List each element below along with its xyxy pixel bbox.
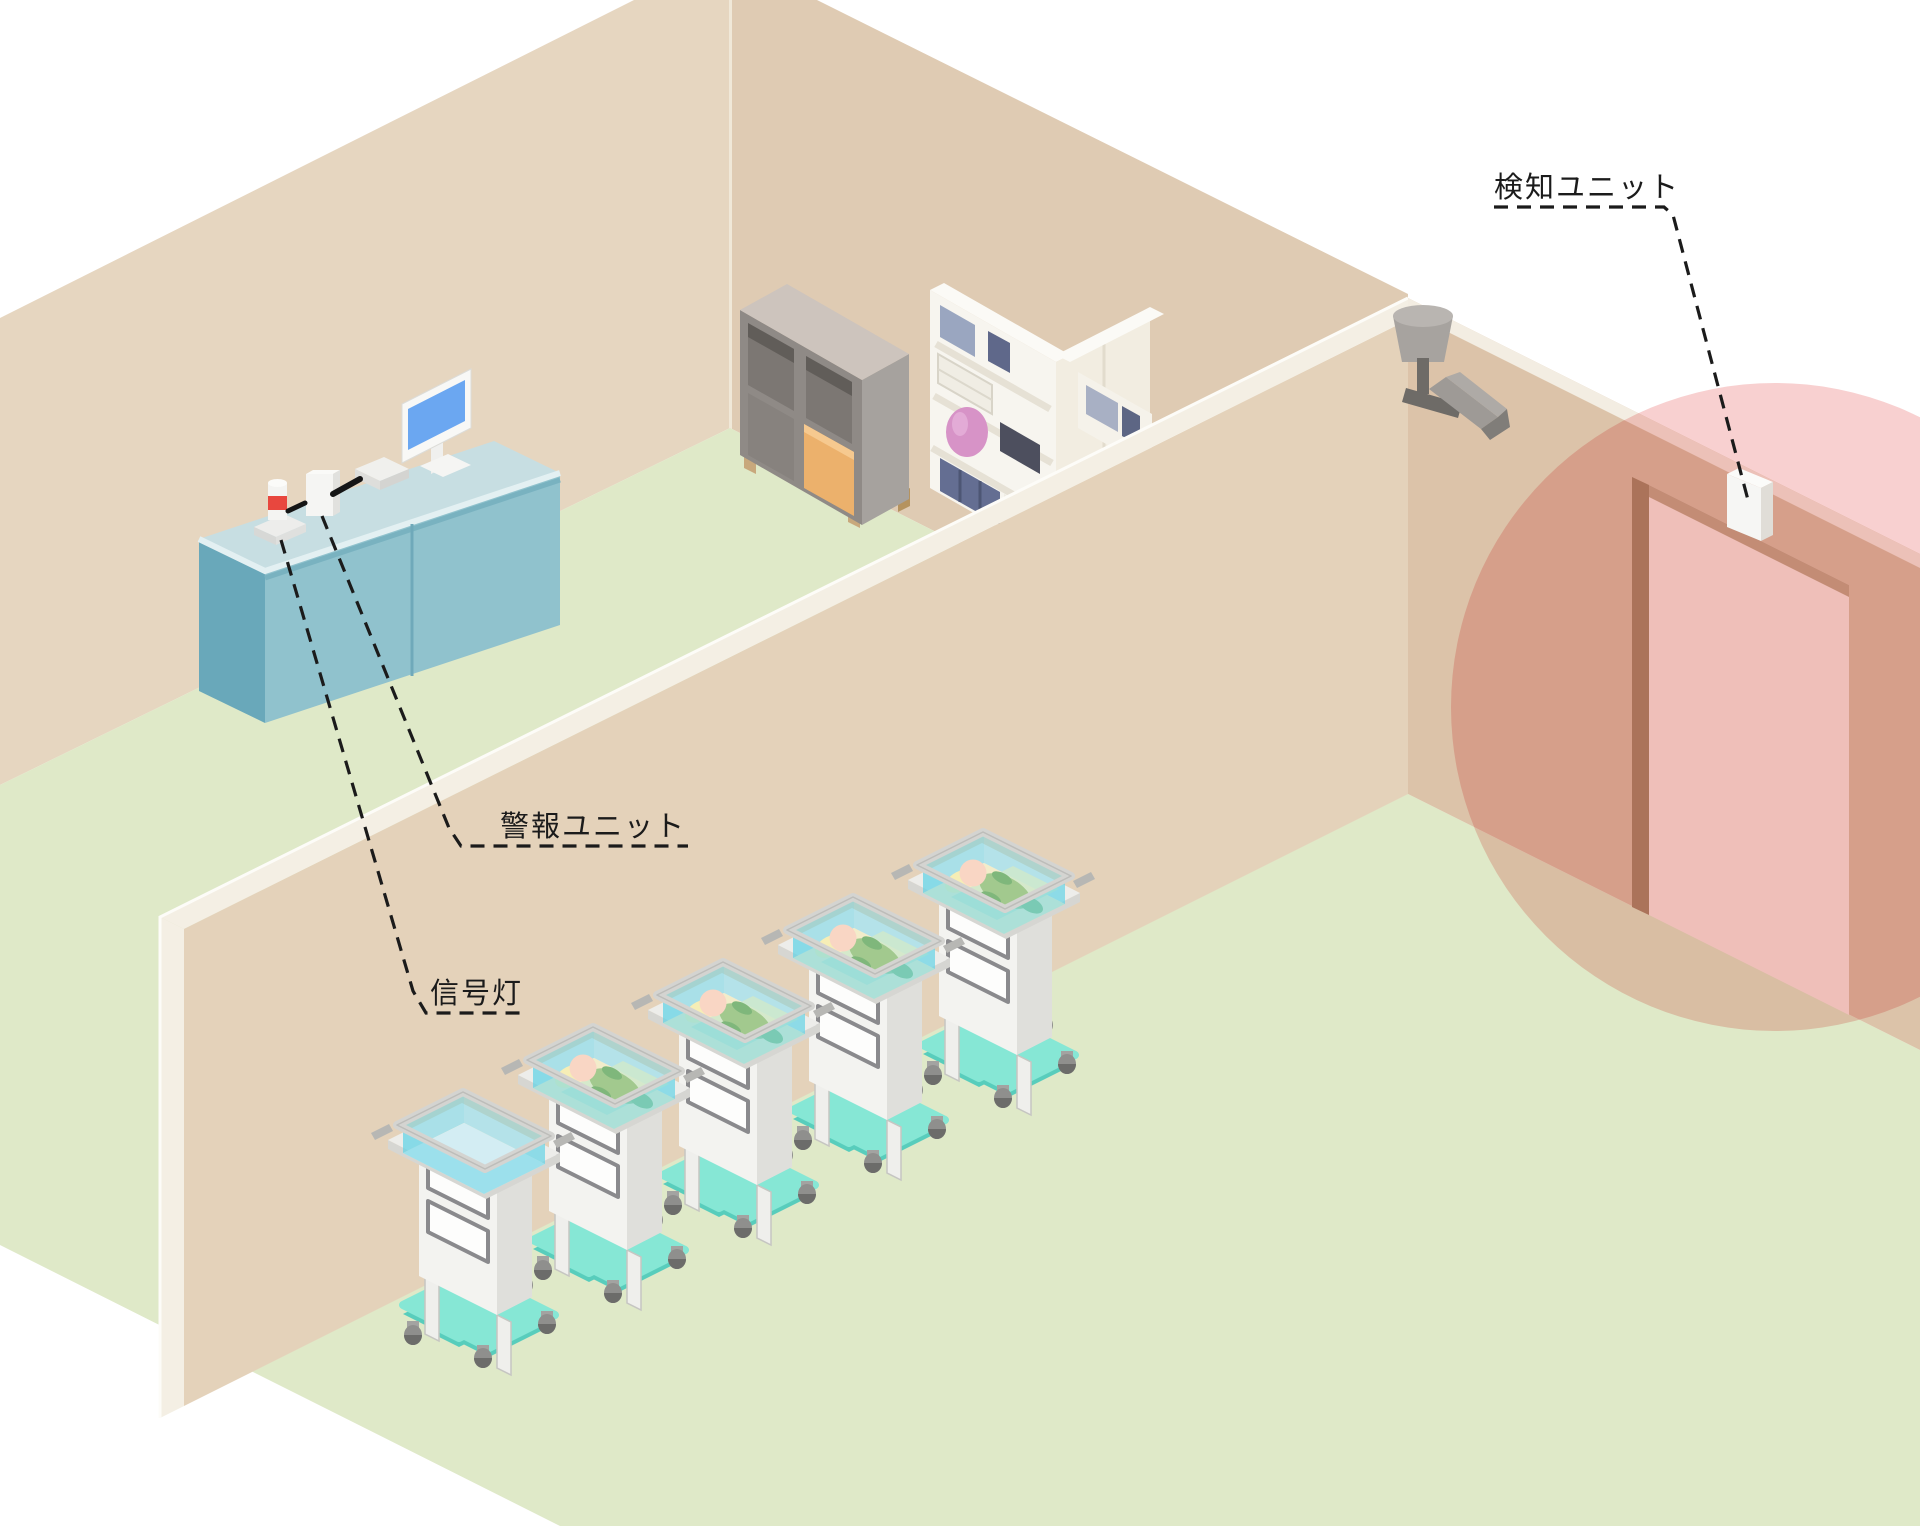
signal-light-base-side xyxy=(276,524,306,545)
leader-line-signal xyxy=(279,539,527,1015)
reception-desk xyxy=(197,368,561,723)
camera-stem xyxy=(1417,358,1429,394)
cube-shelf-top xyxy=(740,284,909,380)
side-cabinet-top xyxy=(1056,307,1164,362)
detection-zone-circle xyxy=(1451,383,1920,1031)
office-back-wall xyxy=(0,0,730,785)
interface-box-front xyxy=(355,469,380,490)
monitor-screen xyxy=(408,380,465,450)
detection-unit-top xyxy=(1727,468,1773,488)
cube-cell-shadow xyxy=(748,323,794,363)
security-camera xyxy=(1393,305,1510,440)
cube-cell-orange-door-edge xyxy=(804,424,854,460)
cube-cell xyxy=(748,393,794,481)
signal-light-base-plate xyxy=(254,514,306,537)
bookshelf-top xyxy=(930,283,1070,362)
interface-box-top xyxy=(355,457,409,481)
desk-top-lip xyxy=(197,470,561,575)
connection-cable-2 xyxy=(330,476,363,497)
partition-cut-edge xyxy=(160,917,184,1418)
label-alarm-unit: 警報ユニット xyxy=(500,809,686,843)
cube-cell-shadow xyxy=(806,356,852,396)
interface-box xyxy=(355,457,409,490)
signal-light-red-band xyxy=(268,496,287,510)
leader-line-detection xyxy=(1494,205,1750,501)
shelf-item-pink-balloon xyxy=(946,407,988,457)
shelf-item-pink-balloon-hl xyxy=(952,412,968,436)
connection-cable xyxy=(285,500,308,514)
camera-mount-cone xyxy=(1393,316,1453,362)
detection-unit-box xyxy=(1727,468,1773,541)
shelf-divider xyxy=(934,340,1052,413)
cube-shelf-side xyxy=(862,354,909,525)
cube-shelf-cabinet xyxy=(740,284,910,528)
partition-top-highlight xyxy=(158,296,1409,1418)
wall-corner-seam xyxy=(729,0,732,429)
annotations xyxy=(279,205,1750,1015)
shelf-item-dark-box xyxy=(1000,422,1040,474)
shelf-item-box xyxy=(940,305,975,357)
camera-bracket xyxy=(1402,388,1462,418)
label-detection-unit: 検知ユニット xyxy=(1494,170,1680,204)
detection-unit-side xyxy=(1761,482,1773,541)
leader-line-alarm xyxy=(320,515,688,848)
signal-light-cap xyxy=(268,479,287,487)
camera-body xyxy=(1429,377,1498,429)
interface-box-side xyxy=(380,469,409,490)
camera-mount-cap xyxy=(1393,305,1453,327)
monitor-foot xyxy=(420,454,471,477)
camera-body-top xyxy=(1446,372,1507,417)
shelf-item-binder xyxy=(988,331,1010,373)
shelf-box-seam xyxy=(937,368,993,401)
desk-left-face xyxy=(199,539,265,723)
alarm-unit-front xyxy=(306,474,333,516)
signal-light-beacon xyxy=(254,479,306,545)
desktop-monitor xyxy=(401,368,472,477)
partition-top-strip xyxy=(160,298,1408,929)
second-shelf-box xyxy=(1086,385,1118,432)
alarm-unit-top xyxy=(306,470,340,474)
alarm-unit-box xyxy=(306,470,340,516)
detection-unit-front xyxy=(1727,474,1761,541)
signal-light-base-front xyxy=(254,527,276,545)
label-signal-light: 信号灯 xyxy=(430,976,523,1010)
camera-lens-end xyxy=(1481,409,1510,440)
